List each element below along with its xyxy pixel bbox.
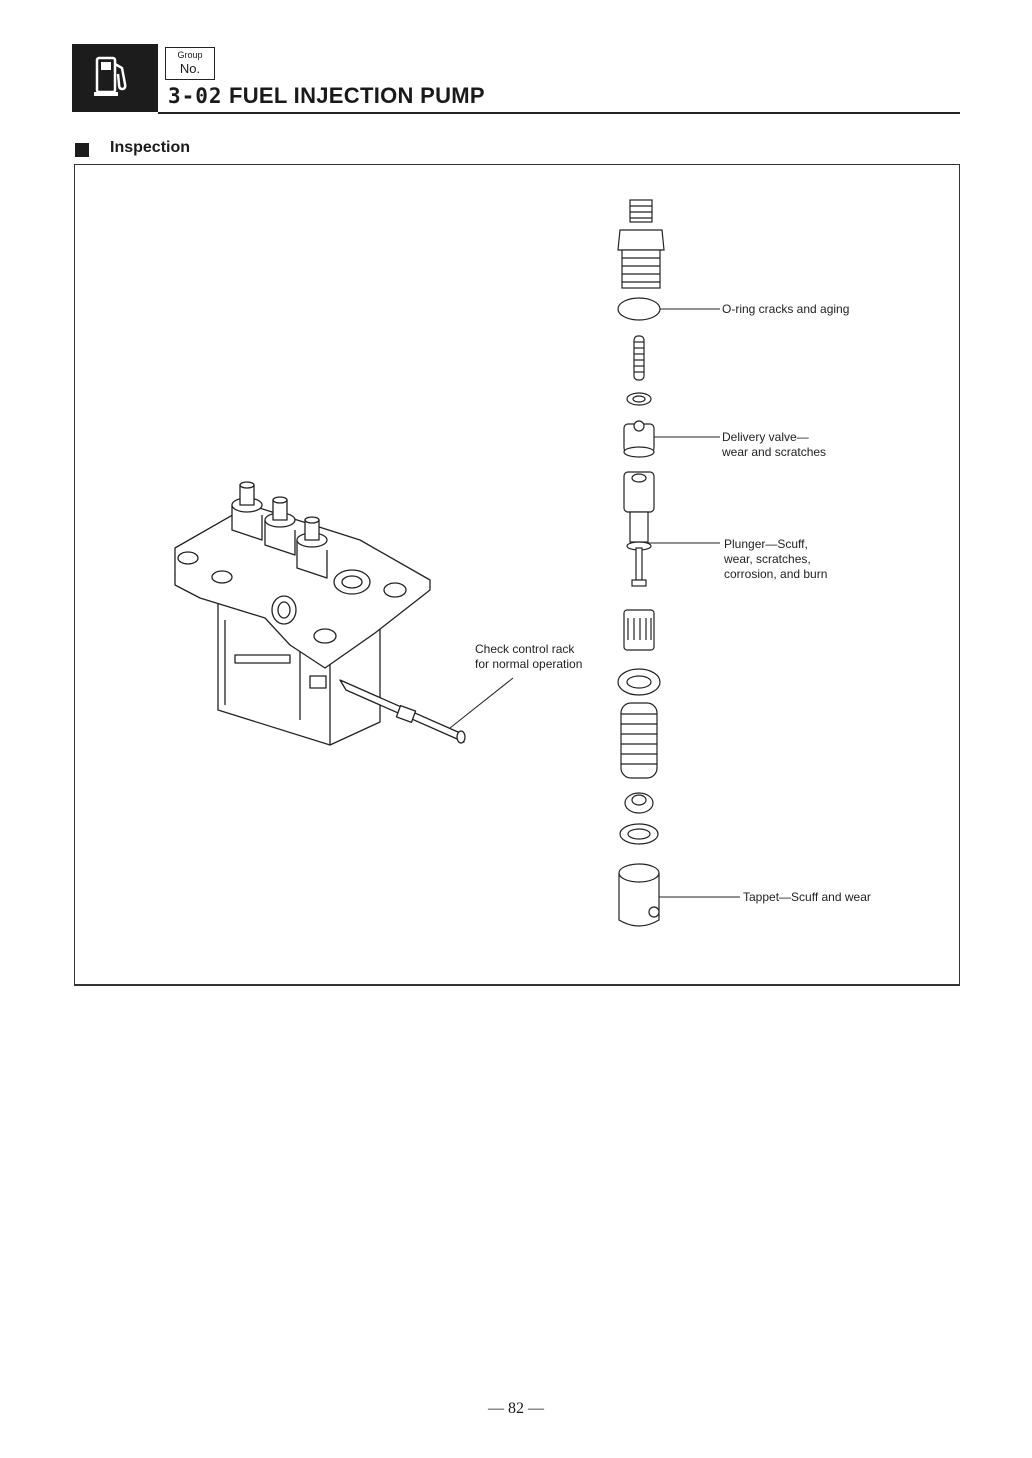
- callout-leaders: [648, 309, 740, 897]
- control-sleeve-part: [624, 610, 654, 650]
- plunger-spring-part: [621, 703, 657, 778]
- control-rack-callout: Check control rack for normal operation: [475, 642, 582, 672]
- pump-top-plate: [175, 505, 430, 668]
- tappet-part: [619, 864, 659, 926]
- tappet-callout: Tappet—Scuff and wear: [743, 890, 871, 905]
- pump-exploded-diagram: [0, 0, 1032, 1000]
- valve-holder-part: [618, 200, 664, 288]
- delivery-valve-part: [624, 421, 654, 457]
- o-ring-part: [618, 298, 660, 320]
- control-rack-leader: [450, 678, 513, 728]
- o-ring-callout: O-ring cracks and aging: [722, 302, 849, 317]
- exploded-parts: [618, 200, 664, 926]
- plunger-callout: Plunger—Scuff, wear, scratches, corrosio…: [724, 537, 827, 582]
- delivery-valve-callout: Delivery valve— wear and scratches: [722, 430, 826, 460]
- page-number: — 82 —: [0, 1400, 1032, 1418]
- plunger-part: [624, 472, 654, 586]
- valve-spring-part: [634, 336, 644, 380]
